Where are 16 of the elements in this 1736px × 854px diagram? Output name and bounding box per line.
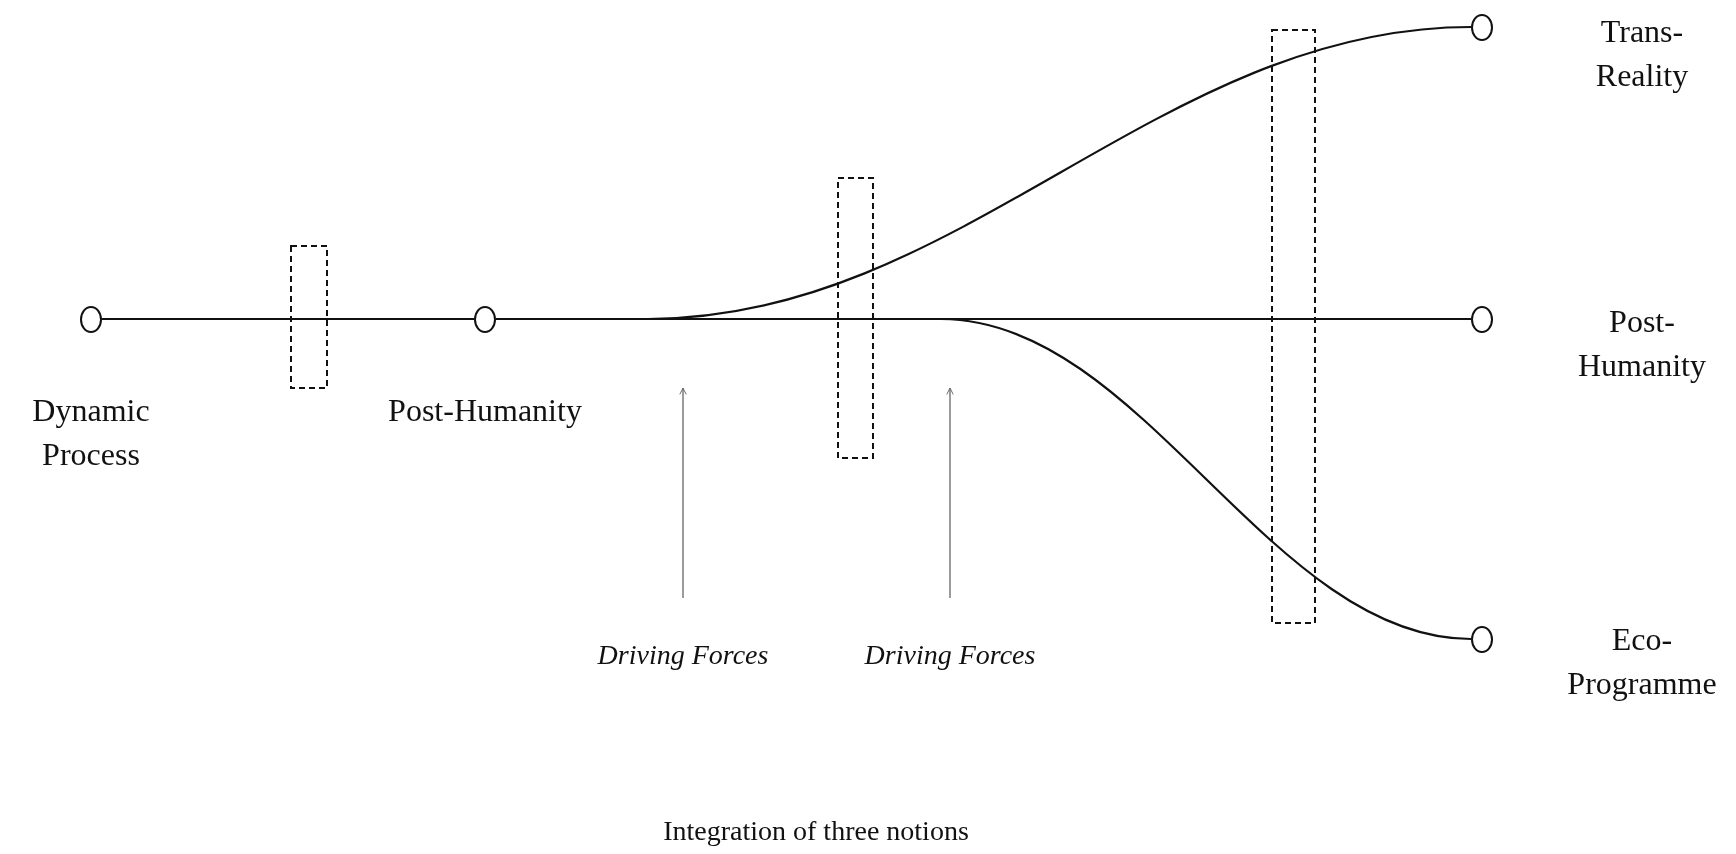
text-label: Driving Forces — [585, 638, 781, 672]
caption: Integration of three notions — [663, 815, 969, 847]
circle-node — [80, 305, 102, 333]
circle-node — [1471, 13, 1493, 41]
node-label: Post-Humanity — [387, 391, 583, 430]
node-label: Post- Humanity — [1577, 302, 1707, 385]
connector-line — [102, 317, 474, 321]
arrow — [679, 387, 687, 599]
node-label: Dynamic Process — [31, 391, 151, 474]
circle-node — [1471, 625, 1493, 653]
circle-node — [1471, 305, 1493, 333]
arrow — [946, 387, 954, 599]
text-label: Driving Forces — [852, 638, 1048, 672]
circle-node — [474, 305, 496, 333]
node-label: Eco- Programme — [1566, 620, 1718, 703]
node-label: Trans- Reality — [1594, 12, 1690, 95]
